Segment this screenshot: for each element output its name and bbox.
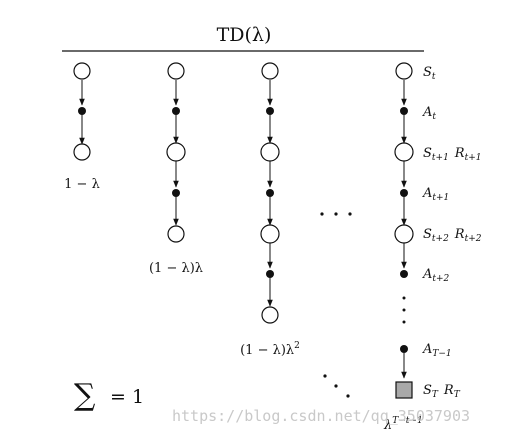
state-node bbox=[166, 142, 186, 162]
action-node bbox=[400, 189, 408, 197]
action-node bbox=[266, 107, 274, 115]
label-main: S bbox=[423, 65, 432, 80]
weight-exponent: 2 bbox=[294, 341, 300, 351]
weight-base: λ bbox=[383, 418, 392, 433]
state-node bbox=[394, 224, 414, 244]
dot bbox=[320, 212, 324, 216]
state-node bbox=[394, 142, 414, 162]
action-node bbox=[266, 270, 274, 278]
ellipsis-vertical bbox=[402, 296, 406, 324]
label-main: A bbox=[422, 105, 432, 120]
action-node bbox=[400, 270, 408, 278]
label-a-T-minus-1: AT−1 bbox=[422, 342, 452, 359]
dot bbox=[402, 296, 406, 300]
state-node bbox=[167, 225, 185, 243]
label-sub: t+2 bbox=[432, 234, 449, 244]
label-a-t2: At+2 bbox=[422, 267, 450, 284]
label-main-2: R bbox=[443, 383, 454, 398]
state-node bbox=[395, 62, 413, 80]
label-s-t: St bbox=[423, 65, 436, 82]
label-main: A bbox=[422, 342, 432, 357]
label-main: S bbox=[423, 383, 432, 398]
terminal-state-node bbox=[395, 381, 413, 399]
sum-rest: = 1 bbox=[110, 386, 144, 408]
dot bbox=[346, 394, 350, 398]
label-sub: t+2 bbox=[432, 274, 449, 284]
state-node bbox=[260, 224, 280, 244]
action-node bbox=[400, 107, 408, 115]
state-node bbox=[261, 306, 279, 324]
label-main: S bbox=[423, 146, 432, 161]
action-node bbox=[400, 345, 408, 353]
column-4-weight: λT−t−1 bbox=[383, 416, 423, 433]
label-sub-2: t+1 bbox=[465, 153, 482, 163]
column-3-weight: (1 − λ)λ2 bbox=[240, 341, 300, 358]
state-node bbox=[261, 62, 279, 80]
label-a-t: At bbox=[422, 105, 436, 122]
label-main-2: R bbox=[454, 146, 465, 161]
column-1-weight: 1 − λ bbox=[64, 177, 100, 192]
label-sub: t bbox=[432, 112, 436, 122]
state-node bbox=[260, 142, 280, 162]
label-sub: T bbox=[432, 390, 439, 400]
column-2-weight: (1 − λ)λ bbox=[149, 261, 203, 276]
label-a-t1: At+1 bbox=[422, 186, 449, 203]
label-sub: t bbox=[432, 72, 436, 82]
label-sub: t+1 bbox=[432, 153, 449, 163]
state-node bbox=[167, 62, 185, 80]
weight-base: (1 − λ)λ bbox=[240, 343, 294, 358]
sum-equals-one: ∑ = 1 bbox=[74, 378, 144, 413]
column-2-two-step: (1 − λ)λ bbox=[149, 62, 203, 276]
sum-symbol: ∑ bbox=[74, 378, 96, 413]
dot bbox=[334, 384, 338, 388]
dot bbox=[323, 374, 327, 378]
action-node bbox=[266, 189, 274, 197]
label-main: A bbox=[422, 267, 432, 282]
label-sub-2: T bbox=[454, 390, 461, 400]
action-node bbox=[172, 107, 180, 115]
action-node bbox=[172, 189, 180, 197]
dot bbox=[402, 320, 406, 324]
dot bbox=[334, 212, 338, 216]
label-sub: t+1 bbox=[432, 193, 449, 203]
label-main-2: R bbox=[454, 227, 465, 242]
weight-exponent: T−t−1 bbox=[392, 416, 422, 426]
state-node bbox=[73, 143, 91, 161]
column-1-one-step: 1 − λ bbox=[64, 62, 100, 192]
state-node bbox=[73, 62, 91, 80]
dot bbox=[348, 212, 352, 216]
column-3-three-step: (1 − λ)λ2 bbox=[240, 62, 300, 358]
label-main: A bbox=[422, 186, 432, 201]
ellipsis-horizontal bbox=[320, 212, 352, 216]
watermark: https://blog.csdn.net/qq_35037903 bbox=[172, 407, 470, 425]
dot bbox=[402, 308, 406, 312]
diagram-title: TD(λ) bbox=[217, 24, 272, 46]
action-node bbox=[78, 107, 86, 115]
label-sub-2: t+2 bbox=[465, 234, 482, 244]
label-sub: T−1 bbox=[432, 349, 451, 359]
label-main: S bbox=[423, 227, 432, 242]
ellipsis-diagonal bbox=[323, 374, 350, 398]
